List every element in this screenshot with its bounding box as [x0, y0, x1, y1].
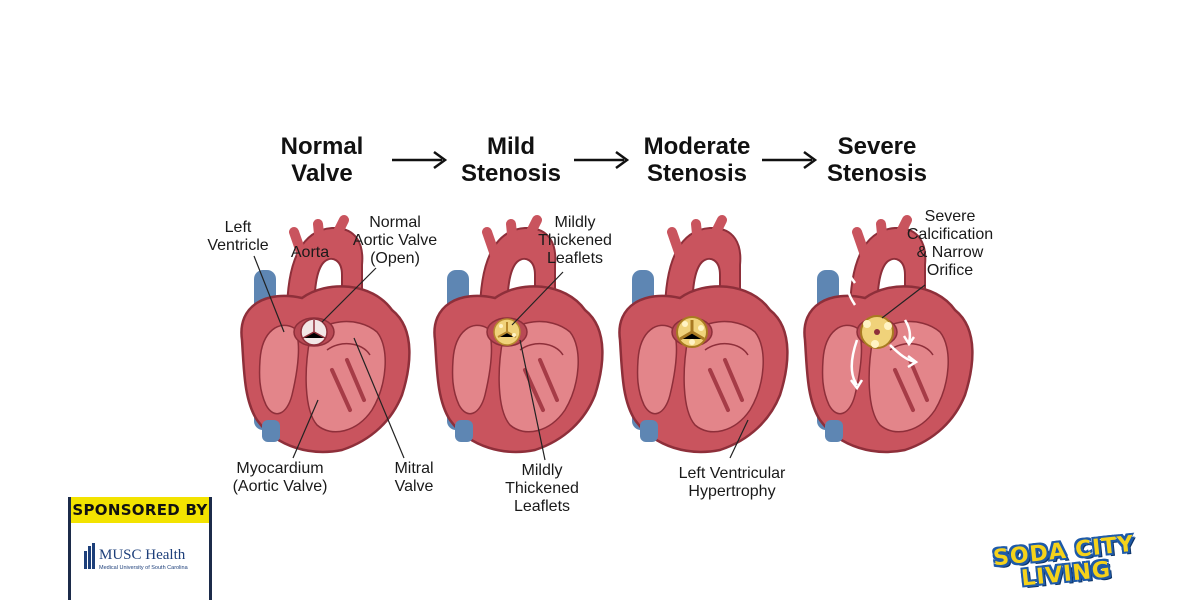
- label-myocardium: Myocardium(Aortic Valve): [232, 460, 328, 495]
- severe-calcified-valve-icon: [860, 315, 894, 349]
- flow-arrows: [843, 273, 919, 391]
- sponsor-subtitle: Medical University of South Carolina: [99, 565, 188, 571]
- sponsor-logo-area: MUSC Health Medical University of South …: [71, 523, 209, 600]
- label-aorta: Aorta: [290, 244, 330, 261]
- sponsor-badge[interactable]: SPONSORED BY MUSC Health Medical Univers…: [68, 497, 212, 600]
- progression-arrow-3: [762, 150, 818, 170]
- sponsor-name: MUSC Health: [99, 547, 186, 563]
- heart-moderate-stenosis: [619, 220, 787, 452]
- heart-normal: [241, 220, 409, 452]
- mild-calcified-valve-icon: [493, 318, 521, 346]
- sponsor-heading: SPONSORED BY: [71, 497, 209, 523]
- progression-arrow-1: [392, 150, 448, 170]
- progression-arrow-2: [574, 150, 630, 170]
- musc-logo-icon: [84, 543, 95, 569]
- moderate-calcified-valve-icon: [676, 316, 708, 348]
- leader-lines: [253, 255, 926, 461]
- heart-severe-stenosis: [804, 220, 972, 452]
- normal-valve-icon: [300, 318, 328, 346]
- heart-mild-stenosis: [434, 220, 602, 452]
